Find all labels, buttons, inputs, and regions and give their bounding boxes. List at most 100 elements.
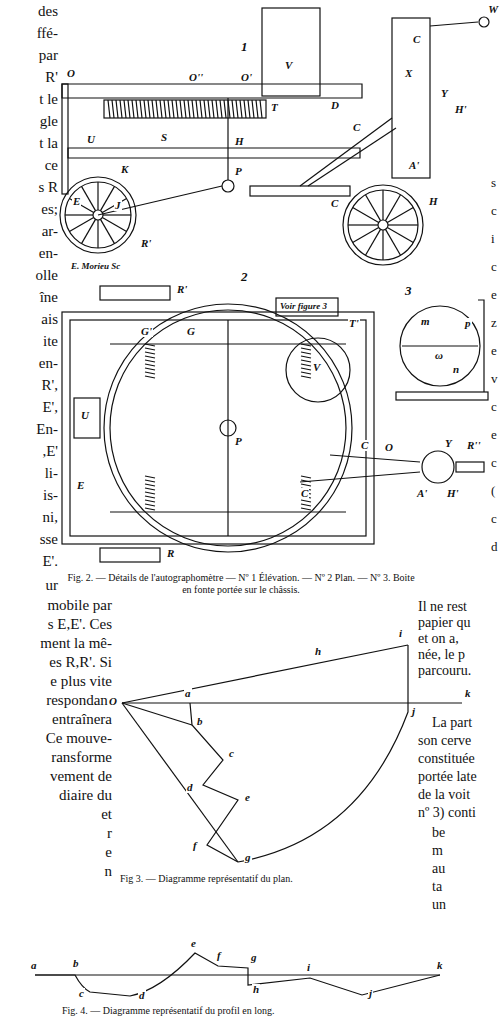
stroke [301, 376, 311, 378]
part-label: R' [176, 284, 188, 295]
stroke [301, 484, 311, 486]
part-label: f [216, 950, 222, 961]
hub [93, 210, 103, 220]
text-fragment: t le [39, 92, 58, 107]
part-label: T' [348, 318, 360, 329]
text-fragment: c [491, 456, 497, 469]
stroke [196, 100, 198, 118]
stroke [97, 182, 98, 210]
text-fragment: e plus vite [50, 674, 112, 689]
part-label: T [270, 102, 279, 113]
part-label: H [428, 196, 439, 207]
part-label: H [234, 136, 245, 147]
drum [400, 306, 480, 386]
stroke [145, 372, 155, 374]
rod [98, 186, 222, 215]
figure-caption: Fig. 2. — Détails de l'autographomètre —… [66, 572, 416, 596]
text-fragment: constituée [418, 752, 475, 766]
strut [300, 118, 392, 186]
text-fragment: ur [46, 578, 59, 593]
stroke [128, 100, 130, 118]
text-fragment: sse [40, 532, 58, 547]
end-plate [62, 84, 68, 194]
stroke [120, 100, 122, 118]
part-label: E [76, 480, 85, 491]
stroke [145, 480, 155, 482]
stroke [301, 344, 311, 346]
text-fragment: Il ne rest [418, 600, 467, 614]
stroke [184, 100, 186, 118]
text-fragment: m [432, 844, 443, 858]
text-fragment: v [491, 372, 498, 385]
text-fragment: es; [41, 202, 58, 217]
part-label: C [412, 34, 421, 45]
part-label: i [306, 962, 311, 973]
part-label: p [464, 318, 472, 329]
stroke [152, 100, 154, 118]
stroke [301, 348, 311, 350]
stroke [145, 368, 155, 370]
part-label: C [352, 122, 361, 133]
text-fragment: li- [45, 466, 58, 481]
arm [300, 472, 420, 482]
stroke [216, 100, 218, 118]
stroke [145, 376, 155, 378]
ray [122, 703, 238, 862]
text-fragment: c [491, 204, 497, 217]
text-fragment: des [38, 4, 58, 19]
text-fragment: e [491, 344, 497, 357]
part-label: i [398, 628, 403, 639]
stroke [65, 214, 93, 215]
part-label: G' [140, 326, 153, 337]
stroke [145, 360, 155, 362]
part-label: k [464, 688, 472, 699]
datum [35, 974, 440, 975]
part-label: C [360, 440, 369, 451]
part-label: A' [416, 488, 428, 499]
text-fragment: vement de [50, 769, 112, 784]
text-fragment: t la [39, 136, 58, 151]
text-fragment: ment la mê- [40, 636, 112, 651]
stroke [116, 100, 118, 118]
text-fragment: be [432, 826, 445, 840]
part-label: V [312, 362, 321, 373]
box-v-plan [286, 338, 350, 402]
stroke [220, 100, 222, 118]
axis [122, 702, 462, 703]
part-label: O [66, 68, 76, 79]
part-label: S [160, 132, 168, 143]
part-label: a [184, 688, 192, 699]
part-label: n [452, 364, 460, 375]
frame-inner [70, 320, 366, 536]
text-fragment: papier qu [418, 616, 470, 630]
bracket [478, 300, 484, 392]
stroke [144, 100, 146, 118]
stroke [301, 356, 311, 358]
stroke [301, 360, 311, 362]
bottom-bar [250, 186, 350, 196]
stroke [387, 208, 413, 223]
part-label: R [166, 548, 175, 559]
text-fragment: c [491, 512, 497, 525]
arm [330, 455, 420, 462]
stroke [145, 364, 155, 366]
stroke [236, 100, 238, 118]
wheel-rim [348, 190, 418, 260]
stroke [136, 100, 138, 118]
stroke [103, 214, 131, 215]
bar [110, 511, 346, 512]
stroke [224, 100, 226, 118]
text-fragment: ce [45, 158, 58, 173]
part-label: f [192, 840, 198, 851]
text-fragment: respondant [46, 693, 112, 708]
stroke [145, 352, 155, 354]
text-fragment: e [491, 428, 497, 441]
part-label: O' [240, 72, 253, 83]
part-label: 3 [404, 284, 413, 297]
text-fragment: Fig 3. — Diagramme représentatif du plan… [120, 874, 293, 884]
text-fragment: En- [36, 422, 58, 437]
column [392, 18, 430, 178]
part-label: h [252, 984, 260, 995]
stroke [145, 356, 155, 358]
part-label: R'' [466, 440, 481, 451]
